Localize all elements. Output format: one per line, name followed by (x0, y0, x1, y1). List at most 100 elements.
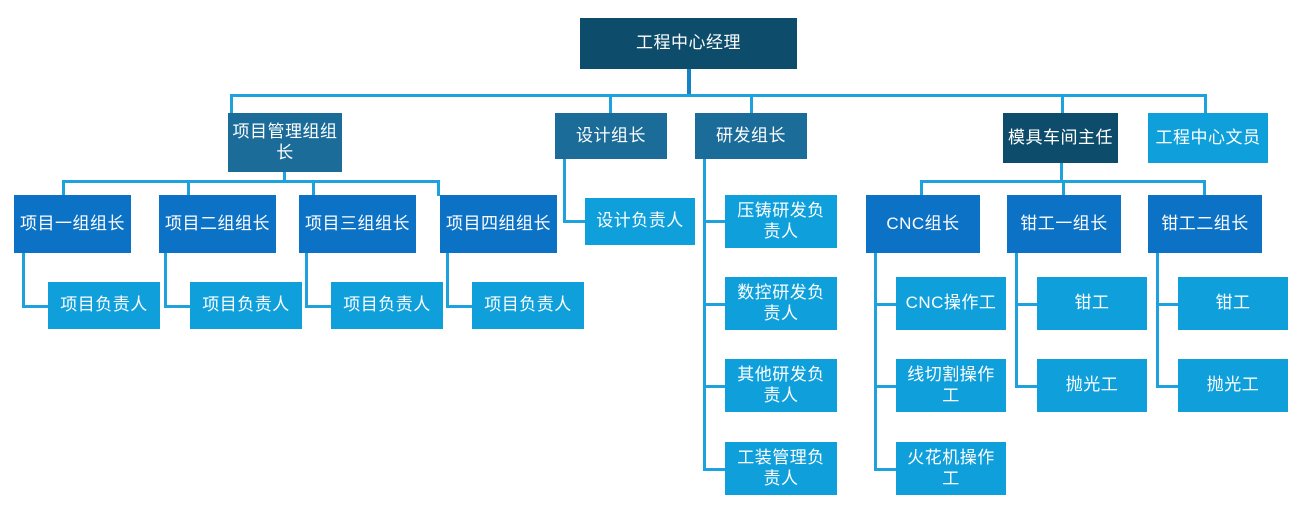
connector-elbow-fitter2-worker (1156, 303, 1178, 306)
node-label: 数控研发负责人 (737, 282, 825, 323)
node-label: 火花机操作工 (907, 447, 995, 488)
node-rd-group-lead[interactable]: 研发组长 (695, 113, 807, 159)
node-fitter-2-worker[interactable]: 钳工 (1178, 277, 1288, 330)
connector-drop-rd-lead (750, 94, 753, 115)
connector-elbow-rd-tooling (703, 468, 725, 471)
node-label: 项目负责人 (60, 295, 148, 315)
node-wirecut-operator[interactable]: 线切割操作工 (896, 359, 1006, 412)
node-label: 项目负责人 (484, 295, 572, 315)
connector-spine-cnc (874, 253, 877, 471)
connector-mold-stem (1060, 163, 1063, 182)
node-mold-workshop-director[interactable]: 模具车间主任 (1003, 113, 1118, 163)
node-label: 压铸研发负责人 (737, 200, 825, 241)
connector-elbow-proj2-owner (164, 305, 190, 308)
node-label: 项目负责人 (343, 295, 431, 315)
node-edm-operator[interactable]: 火花机操作工 (896, 442, 1006, 495)
node-label: 设计组长 (576, 125, 646, 145)
connector-spine-fitter2 (1156, 253, 1159, 388)
node-engineering-center-clerk[interactable]: 工程中心文员 (1148, 113, 1268, 163)
connector-drop-proj1 (62, 180, 65, 196)
connector-drop-fitter1-lead (1062, 180, 1065, 196)
node-label: 项目二组组长 (165, 213, 270, 233)
connector-spine-design-owner (563, 159, 566, 223)
node-project-group-2-lead[interactable]: 项目二组组长 (159, 195, 276, 253)
node-label: 工程中心文员 (1155, 127, 1261, 147)
node-label: 钳工二组长 (1161, 213, 1249, 233)
connector-spine-proj1-owner (22, 253, 25, 308)
node-label: 线切割操作工 (907, 364, 995, 405)
connector-elbow-rd-diecast (703, 220, 725, 223)
connector-elbow-rd-other (703, 385, 725, 388)
node-label: 抛光工 (1206, 375, 1260, 395)
connector-elbow-proj1-owner (22, 305, 48, 308)
node-project-1-owner[interactable]: 项目负责人 (48, 282, 160, 329)
node-project-group-4-lead[interactable]: 项目四组组长 (440, 195, 557, 253)
connector-spine-proj2-owner (164, 253, 167, 308)
node-rd-cnc-owner[interactable]: 数控研发负责人 (725, 277, 837, 330)
connector-spine-rd (703, 159, 706, 471)
node-label: 项目一组组长 (20, 213, 125, 233)
node-cnc-group-lead[interactable]: CNC组长 (866, 195, 980, 253)
connector-drop-cnc-lead (920, 180, 923, 196)
node-cnc-operator[interactable]: CNC操作工 (896, 277, 1006, 330)
node-label: 项目三组组长 (305, 213, 410, 233)
node-label: 项目管理组组长 (232, 121, 338, 162)
node-fitter-group-1-lead[interactable]: 钳工一组长 (1007, 195, 1121, 253)
node-project-group-1-lead[interactable]: 项目一组组长 (14, 195, 131, 253)
node-design-group-lead[interactable]: 设计组长 (555, 113, 667, 159)
node-fitter-group-2-lead[interactable]: 钳工二组长 (1148, 195, 1262, 253)
connector-drop-pm-lead (230, 94, 233, 115)
connector-elbow-proj4-owner (446, 305, 472, 308)
node-rd-tooling-owner[interactable]: 工装管理负责人 (725, 442, 837, 495)
node-label: 项目负责人 (202, 295, 290, 315)
node-label: 项目四组组长 (446, 213, 551, 233)
connector-elbow-edm-operator (874, 468, 896, 471)
node-label: 抛光工 (1065, 375, 1119, 395)
connector-elbow-fitter1-polisher (1015, 385, 1037, 388)
connector-elbow-wirecut-operator (874, 385, 896, 388)
node-project-group-3-lead[interactable]: 项目三组组长 (299, 195, 416, 253)
node-label: CNC组长 (886, 213, 960, 233)
connector-drop-center-clerk (1204, 94, 1207, 115)
connector-spine-fitter1 (1015, 253, 1018, 388)
node-label: 钳工一组长 (1020, 213, 1108, 233)
connector-root-stem (687, 69, 691, 95)
connector-elbow-fitter2-polisher (1156, 385, 1178, 388)
connector-drop-proj3 (312, 180, 315, 196)
node-project-4-owner[interactable]: 项目负责人 (472, 282, 584, 329)
node-label: 钳工 (1074, 293, 1110, 313)
node-project-management-group-lead[interactable]: 项目管理组组长 (228, 113, 342, 172)
connector-elbow-proj3-owner (305, 305, 331, 308)
node-project-2-owner[interactable]: 项目负责人 (190, 282, 302, 329)
node-rd-other-owner[interactable]: 其他研发负责人 (725, 359, 837, 412)
connector-drop-proj2 (187, 180, 190, 196)
connector-spine-proj3-owner (305, 253, 308, 308)
connector-pm-stem (283, 172, 286, 182)
node-label: 其他研发负责人 (737, 364, 825, 405)
node-fitter-2-polisher[interactable]: 抛光工 (1178, 359, 1288, 412)
connector-drop-design-lead (609, 94, 612, 115)
node-label: 研发组长 (716, 125, 786, 145)
connector-root-bus (230, 94, 1207, 97)
node-rd-diecast-owner[interactable]: 压铸研发负责人 (725, 195, 837, 248)
node-fitter-1-worker[interactable]: 钳工 (1037, 277, 1147, 330)
connector-drop-proj4 (437, 180, 440, 196)
node-label: 模具车间主任 (1008, 127, 1113, 147)
node-label: 工装管理负责人 (737, 447, 825, 488)
node-label: 钳工 (1215, 293, 1251, 313)
node-label: 工程中心经理 (636, 33, 741, 53)
node-root-engineering-center-manager[interactable]: 工程中心经理 (580, 18, 797, 69)
connector-pm-bus (62, 180, 440, 183)
connector-drop-fitter2-lead (1203, 180, 1206, 196)
node-label: 设计负责人 (596, 211, 684, 231)
connector-drop-mold-director (1061, 94, 1064, 115)
node-label: CNC操作工 (905, 293, 997, 313)
connector-elbow-fitter1-worker (1015, 303, 1037, 306)
connector-elbow-cnc-operator (874, 303, 896, 306)
node-design-owner[interactable]: 设计负责人 (585, 198, 695, 245)
node-project-3-owner[interactable]: 项目负责人 (331, 282, 443, 329)
connector-spine-proj4-owner (446, 253, 449, 308)
connector-elbow-rd-cnc (703, 303, 725, 306)
node-fitter-1-polisher[interactable]: 抛光工 (1037, 359, 1147, 412)
